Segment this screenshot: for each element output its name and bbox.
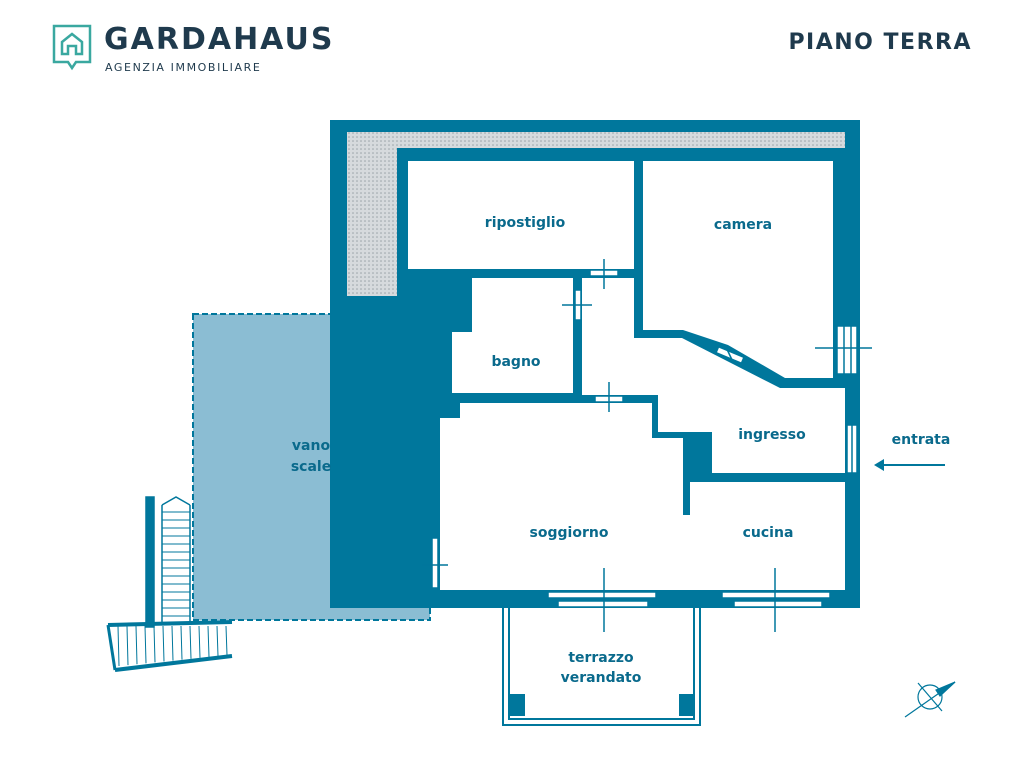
label-entrata: entrata <box>892 432 951 448</box>
room-soggiorno-cucina <box>440 403 845 590</box>
room-ingresso <box>582 278 845 473</box>
house-logo-icon <box>52 24 92 71</box>
compass-icon <box>904 681 956 718</box>
windows <box>422 259 872 632</box>
label-terrazzo: terrazzo <box>568 650 634 666</box>
stair-step <box>135 625 138 665</box>
label-cucina: cucina <box>743 525 794 541</box>
brand-name: GARDAHAUS <box>104 22 335 57</box>
stair-step <box>117 625 120 667</box>
stair-step <box>189 625 192 659</box>
stair-step <box>207 625 210 658</box>
stair-step <box>162 625 165 662</box>
stair-step <box>225 625 228 656</box>
stair-step <box>216 625 219 657</box>
brand-subtitle: AGENZIA IMMOBILIARE <box>105 61 262 74</box>
stair-step <box>126 625 129 666</box>
stair-step <box>180 625 183 660</box>
floor-title: PIANO TERRA <box>788 30 972 55</box>
room-ripostiglio <box>408 161 634 269</box>
entrance-arrow-icon <box>874 459 945 471</box>
label-bagno: bagno <box>491 354 540 370</box>
label-soggiorno: soggiorno <box>530 525 609 541</box>
room-camera <box>643 161 833 378</box>
stair-step <box>153 625 156 663</box>
terrace <box>502 608 701 726</box>
stair-step <box>198 625 201 658</box>
label-ingresso: ingresso <box>738 427 806 443</box>
stair-step <box>171 625 174 661</box>
label-scale: scale <box>291 459 331 475</box>
room-bagno <box>452 278 573 393</box>
rooms <box>408 161 845 590</box>
external-stairs <box>106 496 233 672</box>
label-vano: vano <box>292 438 331 454</box>
brand-logo: GARDAHAUS AGENZIA IMMOBILIARE <box>52 22 332 74</box>
hatched-area <box>347 132 845 296</box>
stair-step <box>144 625 147 664</box>
label-camera: camera <box>714 217 772 233</box>
label-verandato: verandato <box>561 670 642 686</box>
label-ripostiglio: ripostiglio <box>485 215 566 231</box>
